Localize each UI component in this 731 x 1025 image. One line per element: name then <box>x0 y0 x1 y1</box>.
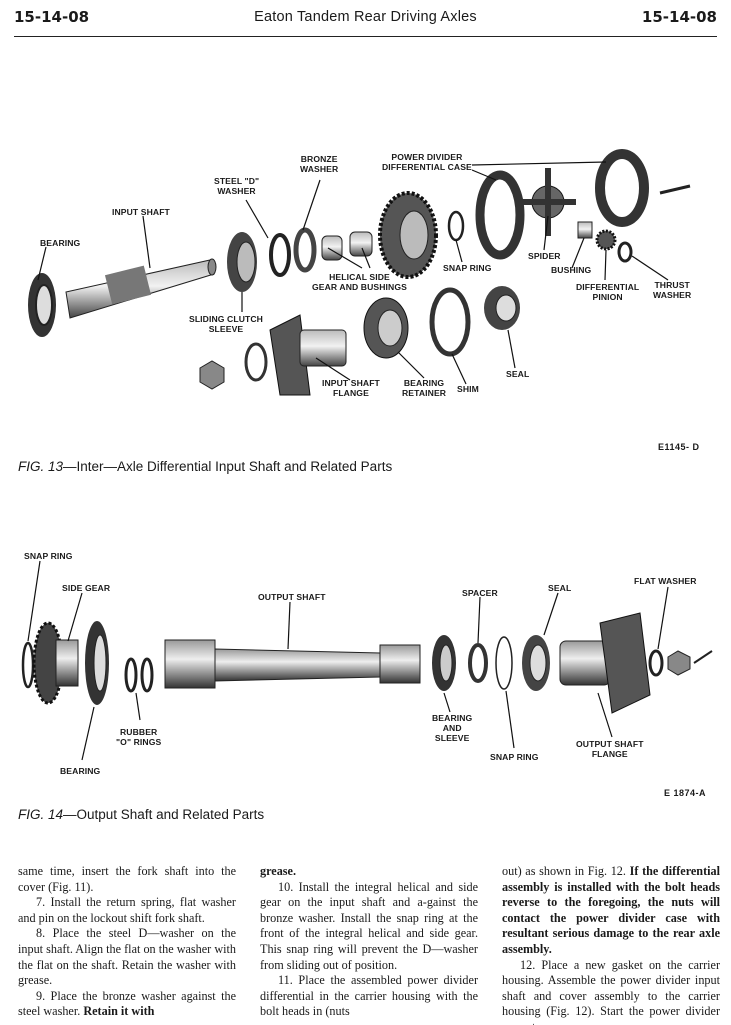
col1-para-4: 9. Place the bronze washer against the s… <box>18 988 236 1019</box>
fig14-label-snap-ring-top: SNAP RING <box>24 551 73 561</box>
fig14-flat-washer-part <box>648 649 664 677</box>
fig13-leader-lines <box>37 161 669 385</box>
fig13-input-shaft-flange-part <box>269 314 347 396</box>
fig13-sliding-clutch-sleeve-part <box>227 232 257 292</box>
fig14-snap-ring-2-part <box>495 636 513 690</box>
page-number-left: 15-14-08 <box>14 8 90 26</box>
page-title: Eaton Tandem Rear Driving Axles <box>254 9 477 25</box>
fig13-bearing-retainer-part <box>363 297 409 359</box>
fig13-label-shim: SHIM <box>457 384 479 394</box>
fig14-label-snap-ring-bottom: SNAP RING <box>490 752 539 762</box>
page-number-right: 15-14-08 <box>641 8 717 26</box>
fig14-label-flat-washer: FLAT WASHER <box>634 576 697 586</box>
fig13-label-steel-d-washer: STEEL "D"WASHER <box>214 176 260 196</box>
body-text: same time, insert the fork shaft into th… <box>18 864 720 1025</box>
page-header: 15-14-08 Eaton Tandem Rear Driving Axles… <box>14 6 717 37</box>
fig14-output-shaft-flange-part <box>559 612 651 714</box>
col1-para-3: 8. Place the steel D—washer on the input… <box>18 926 236 988</box>
fig13-spider-part <box>520 168 576 236</box>
fig14-o-ring-2-part <box>140 657 154 693</box>
fig14-label-side-gear: SIDE GEAR <box>62 583 111 593</box>
fig14-label-spacer: SPACER <box>462 588 498 598</box>
fig13-steel-d-washer-part <box>269 233 291 277</box>
fig13-bolt-part <box>659 184 691 195</box>
col1-para-2: 7. Install the return spring, flat washe… <box>18 895 236 925</box>
fig14-exploded-drawing <box>21 560 713 761</box>
fig13-label-input-shaft: INPUT SHAFT <box>112 207 170 217</box>
fig14-leader-lines <box>27 560 669 761</box>
col1-para-1: same time, insert the fork shaft into th… <box>18 864 236 894</box>
fig13-label-spider: SPIDER <box>528 251 561 261</box>
figure-14: SNAP RING SIDE GEAR OUTPUT SHAFT SPACER … <box>0 545 731 805</box>
fig14-label-rubber-o-rings: RUBBER"O" RINGS <box>116 727 162 747</box>
header-rule <box>14 36 717 37</box>
fig14-cotter-pin-part <box>693 650 713 664</box>
fig13-label-bushing: BUSHING <box>551 265 592 275</box>
fig14-output-shaft-part <box>164 639 421 689</box>
fig13-shim-part <box>429 287 471 357</box>
fig14-bearing-and-sleeve-part <box>432 635 456 691</box>
text-column-2: grease. 10. Install the integral helical… <box>260 864 478 1020</box>
fig14-spacer-part <box>468 643 488 683</box>
fig14-bearing-part <box>85 621 109 705</box>
fig13-differential-case-part <box>475 149 649 260</box>
fig14-o-ring-1-part <box>124 657 138 693</box>
fig13-label-snap-ring: SNAP RING <box>443 263 492 273</box>
fig14-label-seal: SEAL <box>548 583 572 593</box>
fig13-thrust-washer-part <box>617 241 633 263</box>
text-column-3: out) as shown in Fig. 12. If the differe… <box>502 864 720 1025</box>
fig13-snap-ring-part <box>447 210 465 242</box>
fig14-nut-part <box>667 650 691 676</box>
fig13-bushings-part <box>321 231 373 261</box>
fig14-side-gear-part <box>32 621 79 705</box>
col3-para-2: 12. Place a new gasket on the carrier ho… <box>502 957 720 1025</box>
fig13-label-bearing: BEARING <box>40 238 81 248</box>
fig13-input-shaft-part <box>65 258 217 319</box>
fig13-bearing-part <box>28 273 56 337</box>
fig13-bushing-part <box>577 221 593 239</box>
fig13-differential-pinion-part <box>595 229 617 251</box>
col2-para-3: 11. Place the assembled power divider di… <box>260 973 478 1019</box>
col3-para-1: out) as shown in Fig. 12. If the differe… <box>502 864 720 956</box>
fig14-label-output-shaft: OUTPUT SHAFT <box>258 592 326 602</box>
fig13-flat-washer-part <box>244 342 268 382</box>
fig14-seal-part <box>522 635 550 691</box>
fig14-caption: FIG. 14—Output Shaft and Related Parts <box>18 807 265 822</box>
fig13-nut-part <box>199 360 225 390</box>
col2-para-1: grease. <box>260 864 296 878</box>
fig13-exploded-drawing <box>28 149 691 396</box>
fig14-snap-ring-part <box>21 641 35 689</box>
fig13-bronze-washer-part <box>293 227 317 273</box>
figure-13: BEARING INPUT SHAFT STEEL "D"WASHER BRON… <box>0 140 731 460</box>
fig13-caption: FIG. 13—Inter—Axle Differential Input Sh… <box>18 459 393 474</box>
text-column-1: same time, insert the fork shaft into th… <box>18 864 236 1020</box>
fig13-drawing-code: E1145- D <box>658 442 700 452</box>
fig13-seal-part <box>484 286 520 330</box>
fig13-label-seal: SEAL <box>506 369 530 379</box>
fig14-drawing-code: E 1874-A <box>664 788 707 798</box>
fig14-label-bearing: BEARING <box>60 766 101 776</box>
col2-para-2: 10. Install the integral helical and sid… <box>260 879 478 972</box>
fig13-helical-side-gear-part <box>378 191 438 279</box>
